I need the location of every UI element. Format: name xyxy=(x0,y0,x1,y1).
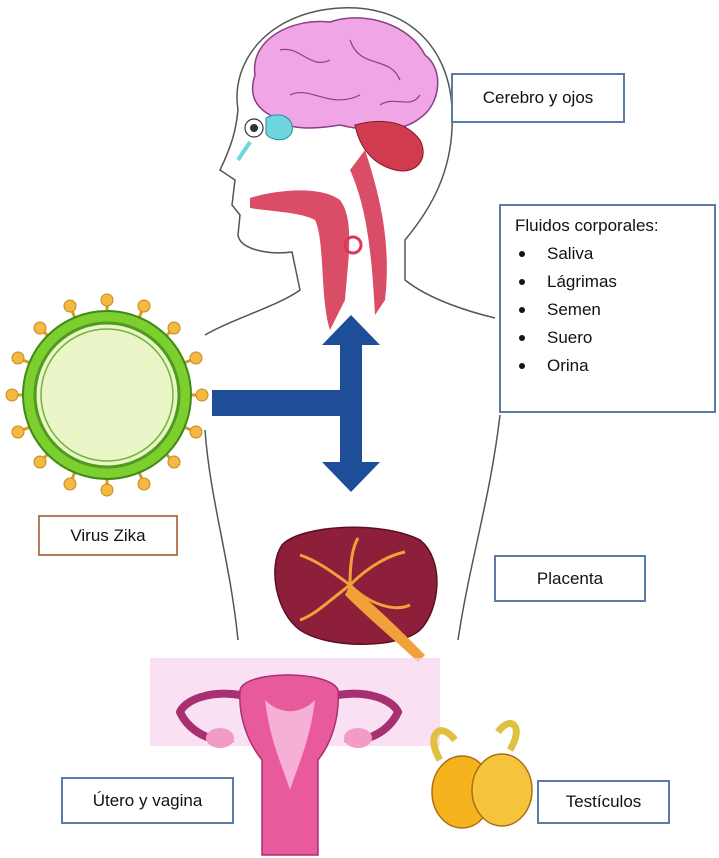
brain-icon xyxy=(253,18,438,171)
label-placenta: Placenta xyxy=(494,555,646,602)
bullet xyxy=(519,279,525,285)
list-item: Orina xyxy=(515,352,706,380)
fluid-label: Lágrimas xyxy=(547,268,617,296)
double-arrow-icon xyxy=(212,315,380,492)
bullet xyxy=(519,363,525,369)
fluid-label: Orina xyxy=(547,352,589,380)
virus-icon xyxy=(6,294,208,496)
bullet xyxy=(519,335,525,341)
list-item: Suero xyxy=(515,324,706,352)
placenta-icon xyxy=(275,527,437,662)
label-virus-zika: Virus Zika xyxy=(38,515,178,556)
fluids-box: Fluidos corporales: Saliva Lágrimas Seme… xyxy=(499,204,716,413)
bullet xyxy=(519,251,525,257)
fluid-label: Saliva xyxy=(547,240,593,268)
testicles-icon xyxy=(432,724,532,828)
fluid-label: Semen xyxy=(547,296,601,324)
label-testiculos: Testículos xyxy=(537,780,670,824)
bullet xyxy=(519,307,525,313)
throat-tissue xyxy=(250,150,387,330)
list-item: Semen xyxy=(515,296,706,324)
label-cerebro-ojos: Cerebro y ojos xyxy=(451,73,625,123)
uterus-icon xyxy=(150,658,440,855)
eye-icon xyxy=(238,115,292,160)
fluids-list: Saliva Lágrimas Semen Suero Orina xyxy=(515,240,706,380)
fluids-title: Fluidos corporales: xyxy=(515,216,706,236)
list-item: Saliva xyxy=(515,240,706,268)
list-item: Lágrimas xyxy=(515,268,706,296)
fluid-label: Suero xyxy=(547,324,592,352)
label-utero-vagina: Útero y vagina xyxy=(61,777,234,824)
